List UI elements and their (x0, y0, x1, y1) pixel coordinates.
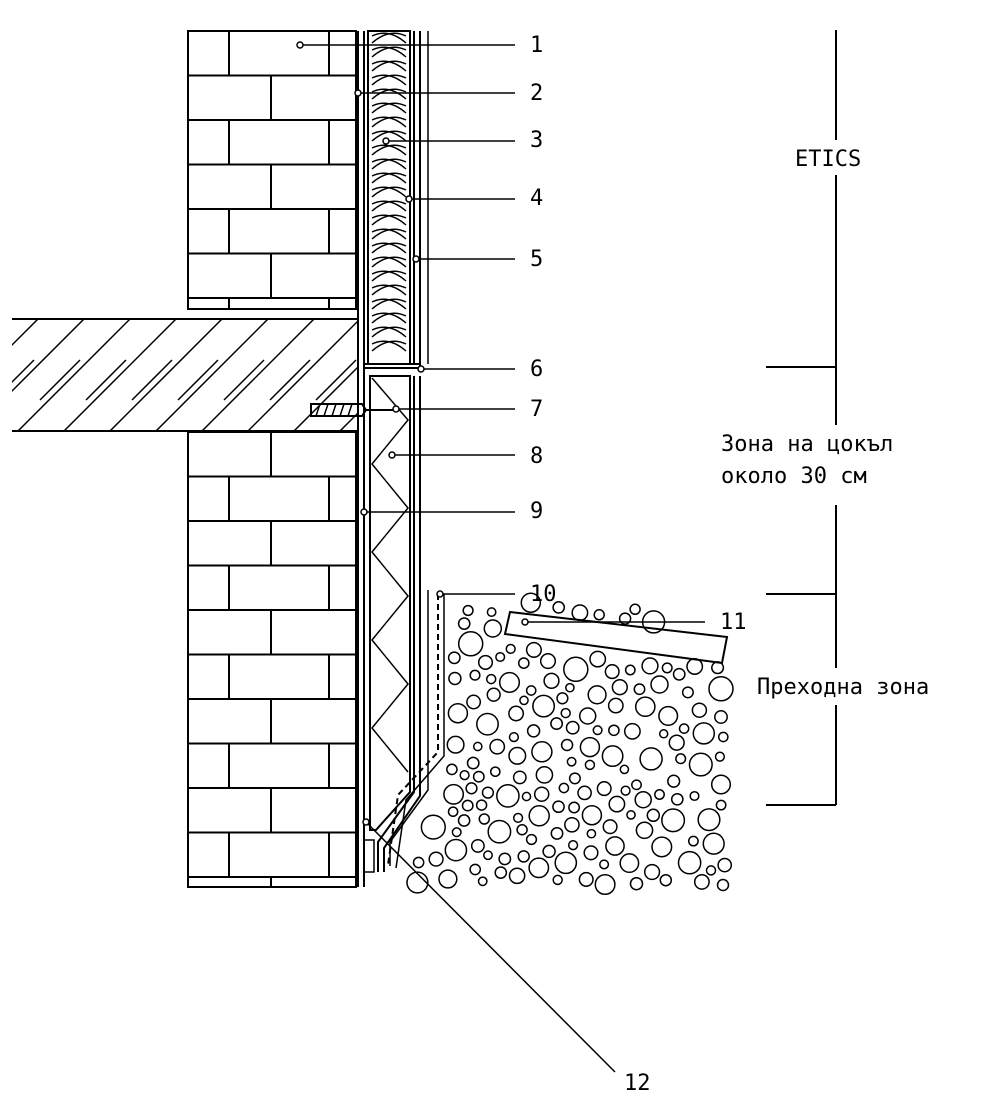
anchor-dowel (310, 403, 398, 417)
callout-3: 3 (530, 128, 543, 153)
callout-12: 12 (624, 1071, 651, 1096)
leader-lines (296, 41, 705, 1073)
callout-numbers: 1 2 3 4 5 6 7 8 9 10 11 12 (530, 33, 747, 1096)
callout-10: 10 (530, 582, 557, 607)
insulation-board-upper (367, 30, 411, 365)
callout-7: 7 (530, 397, 543, 422)
zone-etics-label: ETICS (795, 147, 861, 172)
gravel-backfill (406, 592, 734, 896)
zone-transition-label: Преходна зона (757, 675, 929, 700)
render-layers-upper (413, 31, 429, 364)
zone-labels: ETICS Зона на цокъл около 30 см Преходна… (721, 147, 929, 700)
zone-plinth-label-line2: около 30 см (721, 464, 867, 489)
plinth-render-layers (364, 376, 429, 873)
callout-11: 11 (720, 610, 747, 635)
dimpled-membrane (387, 594, 445, 869)
lower-brick-wall (187, 431, 357, 888)
callout-6: 6 (530, 357, 543, 382)
callout-4: 4 (530, 186, 543, 211)
callout-2: 2 (530, 81, 543, 106)
callout-5: 5 (530, 247, 543, 272)
drip-board (503, 610, 729, 665)
concrete-slab (12, 318, 358, 432)
upper-brick-wall (187, 30, 357, 310)
callout-1: 1 (530, 33, 543, 58)
zone-plinth-label-line1: Зона на цокъл (721, 432, 893, 457)
zone-dimension-line (766, 30, 837, 806)
plinth-insulation-lower (369, 375, 411, 831)
callout-8: 8 (530, 444, 543, 469)
adhesive-layer (357, 31, 365, 887)
callout-9: 9 (530, 499, 543, 524)
